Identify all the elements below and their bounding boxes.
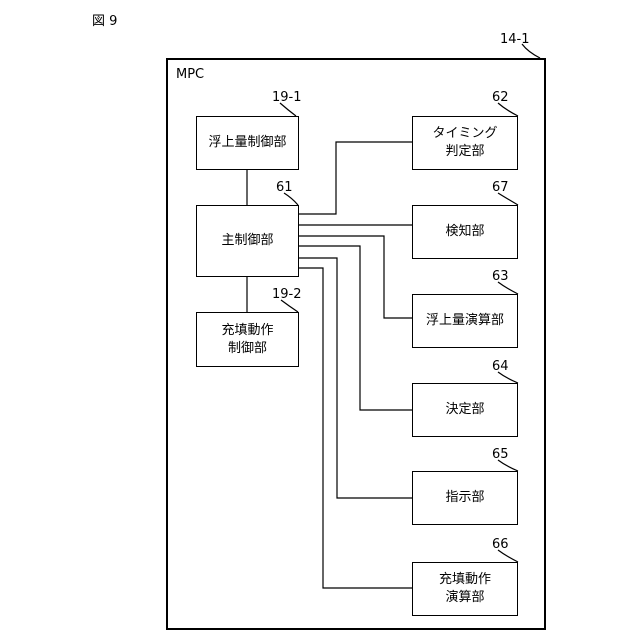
block-detect-line-1: 検知部 — [445, 223, 484, 241]
block-float-control-line-1: 浮上量制御部 — [208, 134, 286, 152]
ref-66: 66 — [492, 537, 509, 552]
block-timing: タイミング 判定部 — [412, 116, 518, 170]
block-float-calc-line-1: 浮上量演算部 — [426, 312, 504, 330]
block-fill-control-line-1: 充填動作 — [221, 322, 273, 340]
block-float-control: 浮上量制御部 — [196, 116, 299, 170]
block-main-control-line-1: 主制御部 — [221, 232, 273, 250]
block-decide: 決定部 — [412, 383, 518, 437]
block-timing-line-2: 判定部 — [445, 143, 484, 161]
block-timing-line-1: タイミング — [432, 125, 497, 143]
block-main-control: 主制御部 — [196, 205, 299, 277]
ref-19-1: 19-1 — [272, 90, 302, 105]
block-instruct: 指示部 — [412, 471, 518, 525]
ref-67: 67 — [492, 180, 509, 195]
wire-main-instruct — [298, 258, 412, 498]
ref-62: 62 — [492, 90, 509, 105]
block-fill-control: 充填動作 制御部 — [196, 312, 299, 367]
block-decide-line-1: 決定部 — [445, 401, 484, 419]
block-fill-control-line-2: 制御部 — [228, 340, 267, 358]
wire-main-timing — [298, 142, 412, 214]
wire-main-decide — [298, 246, 412, 410]
ref-19-2: 19-2 — [272, 287, 302, 302]
ref-64: 64 — [492, 359, 509, 374]
leader-mpc — [522, 44, 540, 58]
block-float-calc: 浮上量演算部 — [412, 294, 518, 348]
block-detect: 検知部 — [412, 205, 518, 259]
block-fill-calc-line-1: 充填動作 — [439, 571, 491, 589]
ref-65: 65 — [492, 447, 509, 462]
wire-main-fill-calc — [298, 268, 412, 588]
ref-63: 63 — [492, 269, 509, 284]
block-fill-calc-line-2: 演算部 — [445, 589, 484, 607]
block-instruct-line-1: 指示部 — [445, 489, 484, 507]
wire-main-float-calc — [298, 236, 412, 318]
ref-61: 61 — [276, 180, 293, 195]
block-fill-calc: 充填動作 演算部 — [412, 562, 518, 616]
